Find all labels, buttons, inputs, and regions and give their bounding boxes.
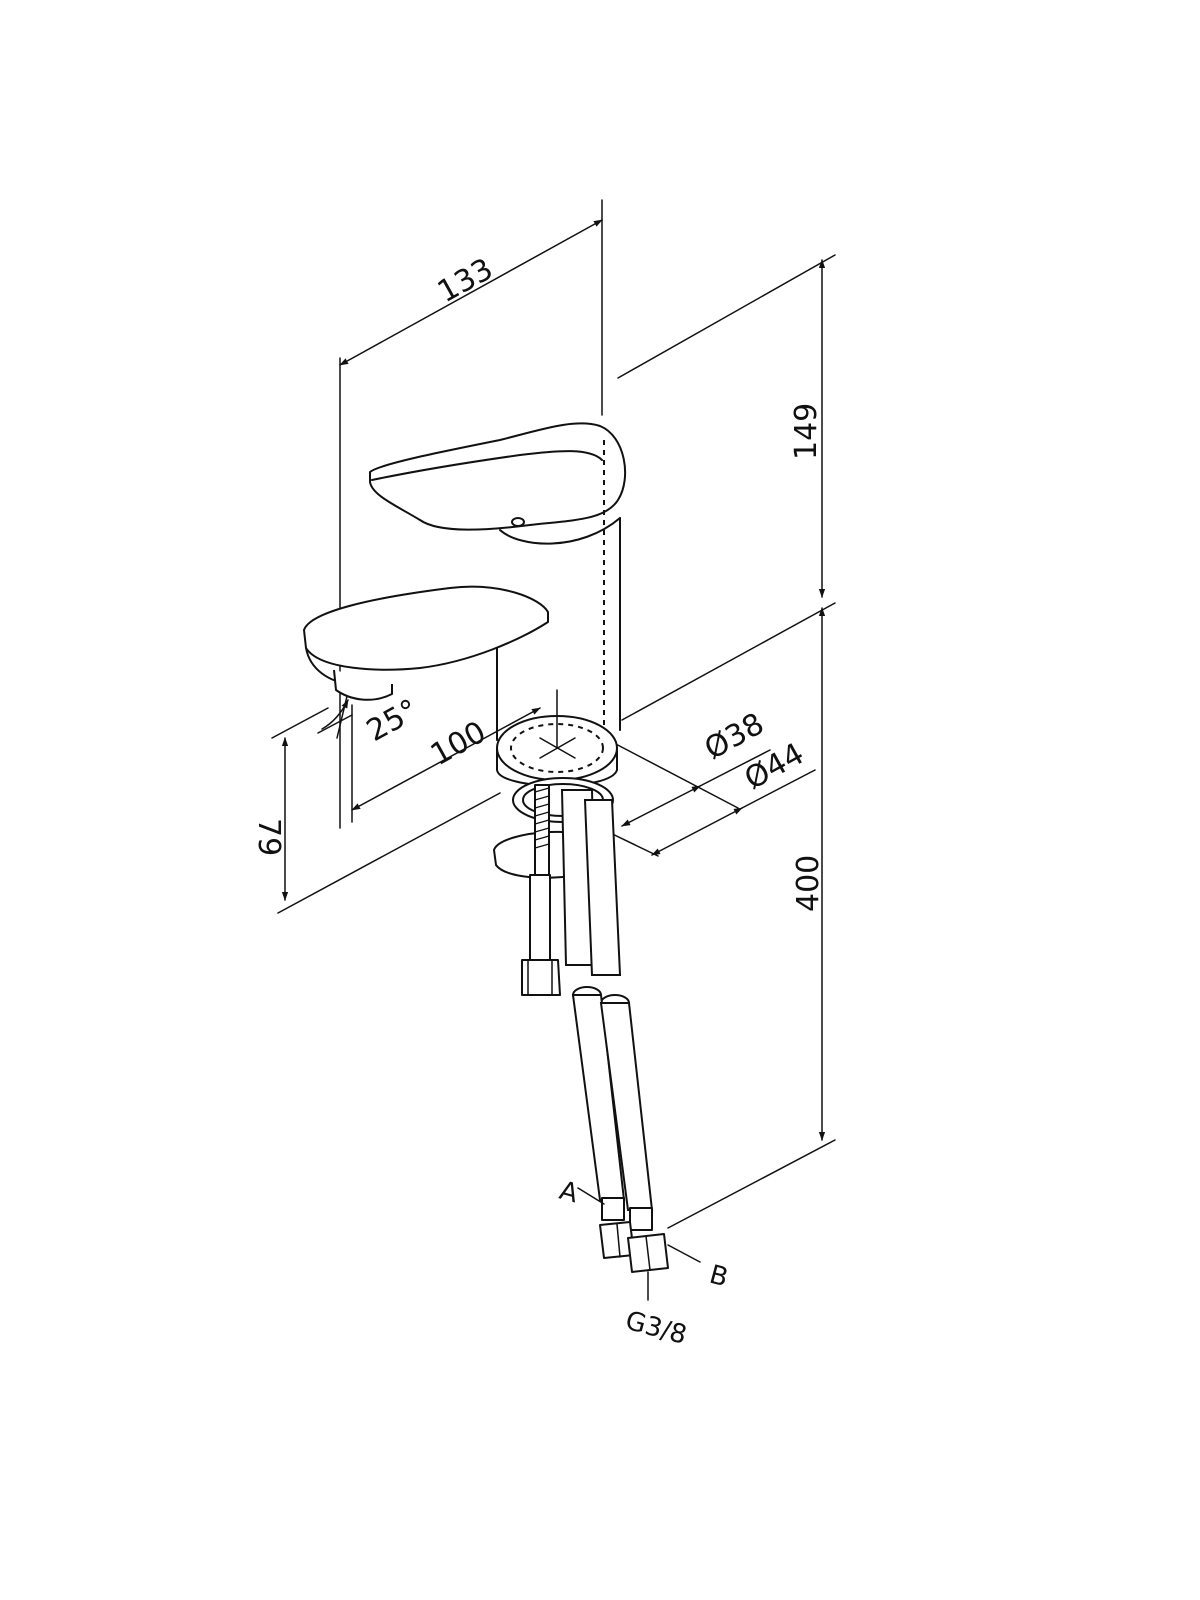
lever-edge: [371, 450, 603, 481]
dimension-line-133: [339, 219, 603, 366]
angle-leg-1: [317, 714, 353, 734]
label-b: B: [706, 1260, 731, 1294]
leader-d38: [699, 749, 771, 787]
spout-aerator: [333, 669, 393, 701]
supply-tube: [529, 874, 551, 966]
leader-d44: [741, 769, 816, 809]
dimension-line-d38: [621, 785, 701, 827]
label-149: 149: [789, 403, 824, 460]
extension-line-deck: [621, 602, 836, 721]
dimension-line-100: [351, 707, 541, 811]
label-25-deg: 25°: [361, 693, 424, 749]
extension-line-hose-end: [667, 1139, 836, 1229]
dimension-400: 400: [667, 607, 836, 1229]
cartridge-cap: [499, 517, 621, 545]
hose-upper-b: [583, 799, 622, 976]
deck-disc-inner: [510, 723, 604, 773]
tube-nut: [521, 959, 561, 996]
label-a: A: [556, 1176, 581, 1210]
dimension-149: 149: [617, 254, 836, 721]
ferrule-b: [629, 1207, 653, 1231]
extension-line-spout-tip: [271, 707, 329, 739]
ferrule-a: [601, 1197, 625, 1221]
angle-arc: [321, 699, 349, 730]
extension-line-d38: [611, 741, 739, 809]
braided-hoses-upper: [560, 789, 622, 976]
dimension-79: 79: [251, 707, 501, 914]
leader-a: [577, 1187, 605, 1205]
extension-line-top: [617, 254, 836, 379]
label-133: 133: [432, 252, 499, 310]
stud-threads: [534, 787, 550, 849]
dimension-line-d44: [651, 807, 743, 856]
spout: [303, 585, 549, 671]
lever-pivot: [511, 517, 525, 527]
leader-b: [667, 1244, 701, 1263]
braided-hoses-lower: [571, 986, 669, 1273]
extension-line-79-deck: [277, 792, 501, 914]
dimension-diameters: Ø38 Ø44: [599, 706, 816, 857]
faucet-body: [303, 422, 627, 787]
lever-handle: [369, 422, 627, 531]
label-g38: G3/8: [622, 1306, 690, 1351]
label-79: 79: [251, 818, 286, 856]
label-400: 400: [791, 855, 826, 912]
